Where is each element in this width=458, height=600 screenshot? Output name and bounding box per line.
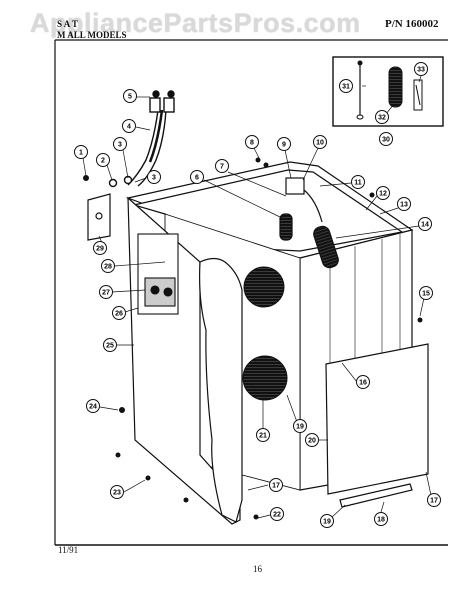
callout-2: 2	[96, 153, 110, 167]
svg-text:5: 5	[128, 94, 132, 101]
svg-text:2: 2	[101, 158, 105, 165]
callout-14: 14	[418, 217, 432, 231]
callout-31: 31	[339, 79, 353, 93]
callout-15: 15	[419, 286, 433, 300]
svg-text:19: 19	[296, 424, 304, 431]
callout-27: 27	[99, 285, 113, 299]
inset-box	[332, 56, 444, 127]
svg-text:12: 12	[379, 191, 387, 198]
callout-10: 10	[313, 135, 327, 149]
svg-text:23: 23	[113, 490, 121, 497]
callout-16: 16	[356, 375, 370, 389]
callout-28: 28	[101, 259, 115, 273]
svg-text:18: 18	[377, 517, 385, 524]
callout-30: 30	[379, 132, 393, 146]
svg-text:14: 14	[421, 222, 429, 229]
page-frame	[54, 39, 448, 546]
roller-part	[388, 66, 403, 108]
callout-12: 12	[376, 186, 390, 200]
callout-3: 3	[113, 137, 127, 151]
callout-21: 21	[256, 428, 270, 442]
access-panel	[325, 343, 429, 508]
callout-5: 5	[123, 89, 137, 103]
callout-23: 23	[110, 485, 124, 499]
callout-8: 8	[245, 135, 259, 149]
page-number: 16	[253, 564, 262, 574]
section-label: S A T	[57, 19, 78, 29]
svg-text:4: 4	[127, 124, 131, 131]
callout-13: 13	[397, 197, 411, 211]
callout-18: 18	[374, 512, 388, 526]
svg-text:30: 30	[382, 137, 390, 144]
callout-9: 9	[277, 137, 291, 151]
svg-text:22: 22	[273, 512, 281, 519]
svg-text:9: 9	[282, 142, 286, 149]
svg-text:15: 15	[422, 291, 430, 298]
svg-text:11: 11	[354, 180, 362, 187]
control-assembly	[137, 233, 179, 315]
svg-text:6: 6	[195, 175, 199, 182]
callout-20: 20	[305, 433, 319, 447]
callout-19: 19	[320, 514, 334, 528]
svg-text:33: 33	[417, 67, 425, 74]
svg-text:26: 26	[115, 311, 123, 318]
svg-text:29: 29	[96, 246, 104, 253]
callout-17b: 17	[269, 478, 283, 492]
callout-22: 22	[270, 507, 284, 521]
callouts: 1 2 3 3 4 5 6 7 8 9 10 11 12 13 14 15 16…	[74, 62, 441, 528]
svg-text:16: 16	[359, 380, 367, 387]
svg-text:3: 3	[118, 142, 122, 149]
svg-text:27: 27	[102, 290, 110, 297]
model-label: M ALL MODELS	[57, 30, 127, 40]
callout-6: 6	[190, 170, 204, 184]
lower-vent	[242, 355, 288, 401]
svg-text:17: 17	[272, 483, 280, 490]
callout-11: 11	[351, 175, 365, 189]
mounting-bracket	[87, 193, 111, 241]
svg-text:20: 20	[308, 438, 316, 445]
leader-lines	[82, 75, 433, 519]
callout-3b: 3	[147, 170, 161, 184]
svg-text:8: 8	[250, 140, 254, 147]
svg-text:21: 21	[259, 433, 267, 440]
svg-text:31: 31	[342, 84, 350, 91]
revision-date: 11/91	[58, 545, 79, 555]
svg-text:25: 25	[106, 343, 114, 350]
part-number: P/N 160002	[385, 18, 439, 30]
inlet-hoses	[108, 90, 175, 188]
callout-33: 33	[414, 62, 428, 76]
pump-assembly	[279, 177, 339, 269]
callout-25: 25	[103, 338, 117, 352]
svg-text:32: 32	[378, 115, 386, 122]
svg-text:3: 3	[152, 175, 156, 182]
svg-text:7: 7	[220, 164, 224, 171]
svg-text:24: 24	[89, 404, 97, 411]
upper-vent	[243, 266, 285, 308]
callout-19b: 19	[293, 419, 307, 433]
callout-32: 32	[375, 110, 389, 124]
callout-26: 26	[112, 306, 126, 320]
svg-text:19: 19	[323, 519, 331, 526]
callout-1: 1	[74, 145, 88, 159]
svg-text:13: 13	[400, 202, 408, 209]
svg-text:28: 28	[104, 264, 112, 271]
svg-text:1: 1	[79, 150, 83, 157]
callout-4: 4	[122, 119, 136, 133]
callout-24: 24	[86, 399, 100, 413]
fasteners	[83, 157, 423, 520]
svg-text:10: 10	[316, 140, 324, 147]
svg-text:17: 17	[430, 498, 438, 505]
callout-7: 7	[215, 159, 229, 173]
callout-29: 29	[93, 241, 107, 255]
watermark: AppliancePartsPros.com	[30, 8, 361, 38]
callout-17: 17	[427, 493, 441, 507]
